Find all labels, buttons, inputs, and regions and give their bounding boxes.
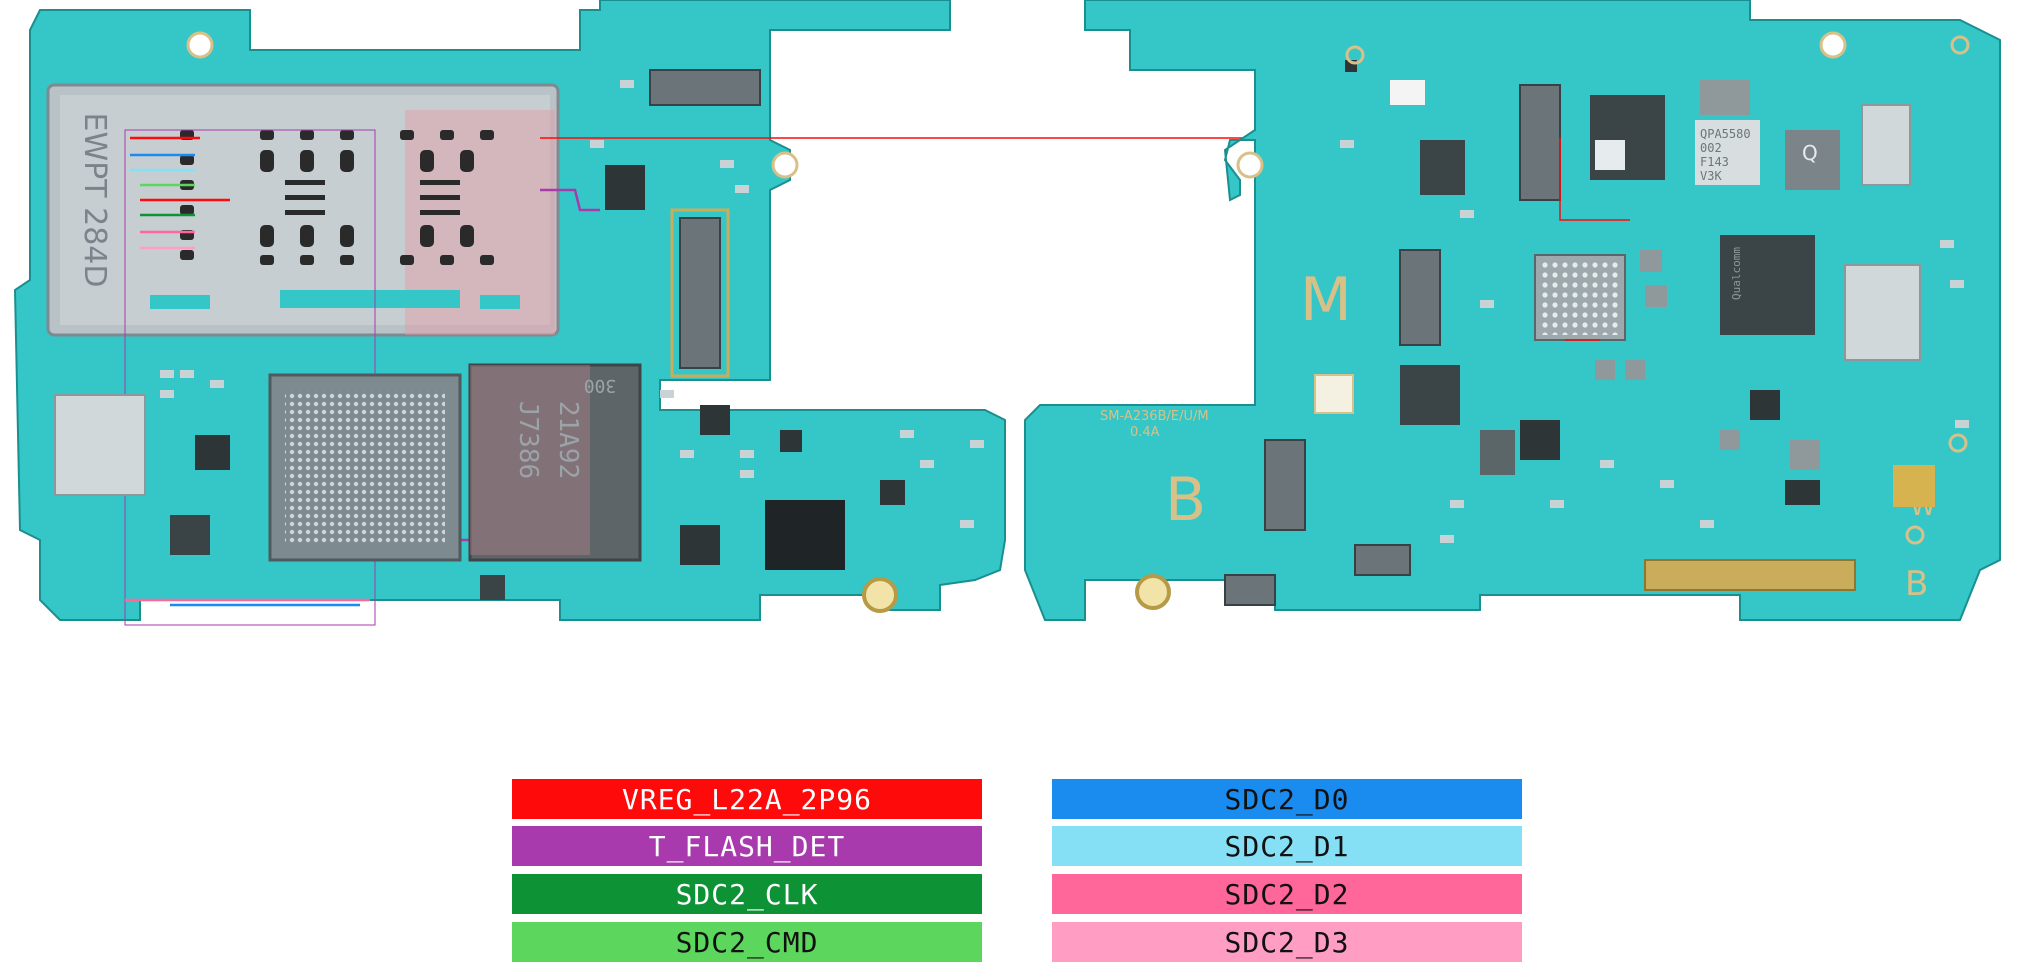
trace-red-right <box>1559 138 1630 341</box>
antenna-point <box>1948 433 1968 453</box>
passives-right <box>1340 140 1969 543</box>
legend-item-sdc2-cmd: SDC2_CMD <box>512 922 982 962</box>
q-chip <box>1785 130 1840 190</box>
memory-chip-text-1: 21A92 <box>553 401 583 479</box>
board-connector-long <box>1644 559 1856 591</box>
qualcomm-chip-text: Qualcomm <box>1730 247 1743 300</box>
antenna-point <box>1905 525 1925 545</box>
antenna-point <box>1345 45 1365 65</box>
mount-hole <box>771 151 799 179</box>
sim-tray-text: EWPT 284D <box>77 113 112 288</box>
board-connector <box>649 69 761 106</box>
board-connector-small <box>1224 574 1276 606</box>
board-connector <box>1264 439 1306 531</box>
legend-item-sdc2-d0: SDC2_D0 <box>1052 779 1522 819</box>
legend-item-sdc2-d3: SDC2_D3 <box>1052 922 1522 962</box>
gold-pad <box>862 577 898 613</box>
board-connector <box>1399 249 1441 346</box>
ic-chip <box>1420 140 1465 195</box>
board-connector <box>1519 84 1561 201</box>
board-connector <box>679 217 721 369</box>
silk-letter-b-right: B <box>1905 564 1928 604</box>
ic-chip <box>1785 480 1820 505</box>
legend-label: VREG_L22A_2P96 <box>621 782 872 816</box>
qpa-chip-text-3: F143 <box>1700 155 1729 169</box>
memory-chip <box>468 363 642 562</box>
legend-item-vreg-l22a-2p96: VREG_L22A_2P96 <box>512 779 982 819</box>
ic-chip <box>1750 390 1780 420</box>
ic-chip <box>1480 430 1515 475</box>
board-connector-small <box>1354 544 1411 576</box>
silk-letter-b-left: B <box>1165 465 1206 535</box>
legend-label: SDC2_CMD <box>675 925 819 959</box>
left-board: EWPT 284D <box>13 0 1560 626</box>
mount-hole <box>186 31 214 59</box>
legend-item-sdc2-d1: SDC2_D1 <box>1052 826 1522 866</box>
ic-chip <box>1400 365 1460 425</box>
q-chip-text: Q <box>1802 141 1818 165</box>
legend-label: SDC2_D3 <box>1224 925 1350 959</box>
small-white-pad <box>1390 80 1425 105</box>
qpa-chip-text: QPA5580 <box>1700 127 1751 141</box>
memory-chip-pink-overlay <box>470 365 590 555</box>
bga-pattern <box>285 390 445 545</box>
legend-label: SDC2_CLK <box>675 877 819 911</box>
white-pad-square <box>1314 374 1354 414</box>
shield-plate <box>1861 104 1911 186</box>
legend-item-t-flash-det: T_FLASH_DET <box>512 826 982 866</box>
antenna-point <box>1950 35 1970 55</box>
passives-left <box>160 80 984 528</box>
qpa-chip-text-4: V3K <box>1700 169 1722 183</box>
ic-chip <box>1520 420 1560 460</box>
silk-letter-m: M <box>1300 265 1352 335</box>
legend-label: T_FLASH_DET <box>648 829 846 863</box>
pcb-board-diagram: EWPT 284D <box>13 0 2001 626</box>
revision-text: 0.4A <box>1130 425 1160 440</box>
memory-chip-text-3: 300 <box>584 375 617 396</box>
legend-item-sdc2-d2: SDC2_D2 <box>1052 874 1522 914</box>
ic-chip-label <box>1595 140 1625 170</box>
board-connector-gold <box>670 208 730 378</box>
qualcomm-chip <box>1720 235 1815 335</box>
legend-item-sdc2-clk: SDC2_CLK <box>512 874 982 914</box>
ic-chips-left <box>170 165 905 600</box>
qpa-chip <box>1695 120 1760 185</box>
ic-chip <box>1700 80 1750 115</box>
shield-plate <box>54 394 146 496</box>
sim-slots <box>150 290 520 309</box>
qpa-chip-text-2: 002 <box>1700 141 1722 155</box>
legend-label: SDC2_D1 <box>1224 829 1350 863</box>
model-text: SM-A236B/E/U/M <box>1100 409 1209 424</box>
legend-label: SDC2_D0 <box>1224 782 1350 816</box>
memory-chip-text-2: J7386 <box>513 401 543 479</box>
mount-hole <box>1236 151 1264 179</box>
right-board: M B B W SM-A236B/E/U/M 0.4A QPA5580 002 … <box>1024 0 2001 621</box>
gold-square <box>1893 465 1935 507</box>
mount-hole <box>1819 31 1847 59</box>
shield-plate <box>1844 264 1921 361</box>
legend-label: SDC2_D2 <box>1224 877 1350 911</box>
gold-pad <box>1135 574 1171 610</box>
pmic-bga-dots <box>1540 260 1620 335</box>
